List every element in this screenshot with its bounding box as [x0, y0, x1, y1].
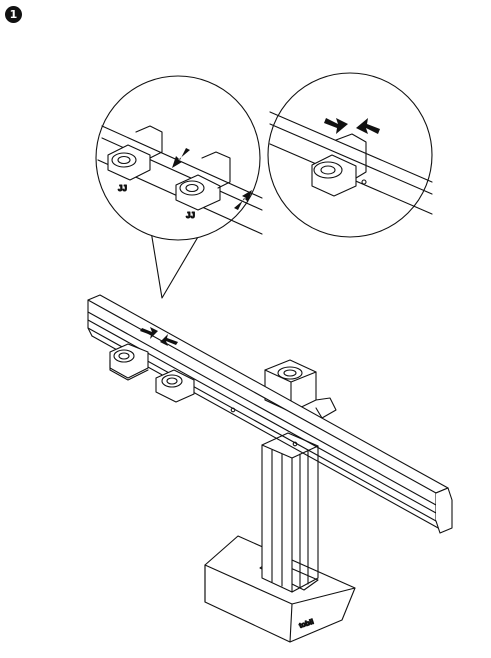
- callout-arrow-up: [234, 190, 252, 210]
- step-number-badge: 1: [5, 6, 22, 23]
- vertical-column: [261, 432, 319, 593]
- callout-label-1: JJ: [118, 184, 127, 193]
- rail-arrow-right: [140, 327, 158, 339]
- rail-clamp-right: [155, 369, 195, 403]
- rail-end-cap: [435, 487, 453, 534]
- callout-label-2: JJ: [186, 211, 195, 220]
- step-number: 1: [9, 8, 18, 21]
- rail-clamp-left: [109, 343, 149, 381]
- callout-arrow-left: [356, 118, 380, 134]
- rail-arrow-left: [160, 334, 178, 346]
- callout-pointer: [149, 224, 206, 299]
- callout-circle-left: [95, 75, 263, 241]
- callout-arrow-right: [324, 118, 348, 134]
- callout-arrow-down: [172, 148, 190, 168]
- callout-circle-right: [267, 72, 433, 238]
